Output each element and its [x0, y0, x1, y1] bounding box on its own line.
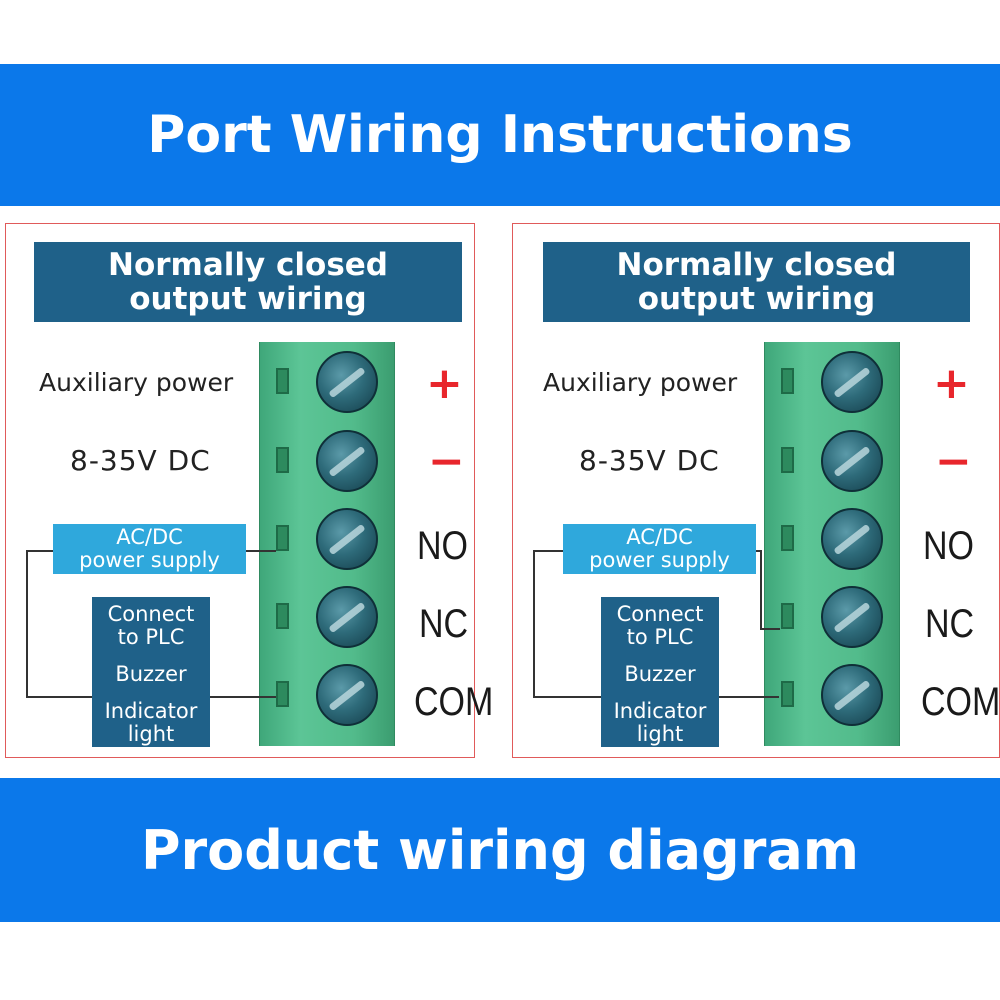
load-line-5: light — [127, 722, 175, 746]
port-no-label: NO — [417, 524, 468, 568]
port-com-label: COM — [921, 680, 1000, 724]
terminal-slot — [781, 368, 794, 394]
screw-icon — [821, 351, 883, 413]
wiring-panel-left: Normally closed output wiring Auxiliary … — [5, 223, 493, 758]
port-nc-label: NC — [419, 602, 469, 646]
title-banner: Port Wiring Instructions — [0, 64, 1000, 206]
terminal-slot — [276, 603, 289, 629]
terminal-block — [764, 342, 900, 746]
load-line-3: Buzzer — [624, 662, 696, 686]
terminal-slot — [781, 603, 794, 629]
terminal-slot — [276, 447, 289, 473]
supply-line-1: AC/DC — [626, 525, 693, 549]
wire — [533, 550, 563, 552]
port-no-label: NO — [923, 524, 974, 568]
port-com-label: COM — [414, 680, 494, 724]
header-line-1: Normally closed — [616, 247, 897, 283]
load-line-5: light — [636, 722, 684, 746]
wire — [26, 550, 28, 697]
voltage-label: 8-35V DC — [579, 444, 720, 477]
aux-power-label: Auxiliary power — [39, 368, 234, 397]
port-nc-label: NC — [925, 602, 975, 646]
aux-power-label: Auxiliary power — [543, 368, 738, 397]
terminal-slot — [276, 681, 289, 707]
screw-icon — [316, 430, 378, 492]
wire — [26, 696, 92, 698]
screw-icon — [316, 664, 378, 726]
power-supply-box: AC/DC power supply — [563, 524, 756, 574]
screw-icon — [316, 351, 378, 413]
port-plus-label: + — [933, 358, 970, 409]
wire — [756, 550, 762, 552]
load-line-1: Connect — [107, 602, 195, 626]
load-devices-box: Connect to PLC Buzzer Indicator light — [92, 597, 210, 747]
supply-line-1: AC/DC — [116, 525, 183, 549]
panel-header: Normally closed output wiring — [34, 242, 462, 322]
screw-icon — [821, 430, 883, 492]
wire — [210, 696, 276, 698]
terminal-slot — [781, 525, 794, 551]
wire — [246, 550, 276, 552]
footer-title: Product wiring diagram — [140, 818, 860, 882]
port-plus-label: + — [426, 358, 463, 409]
load-line-4: Indicator — [104, 699, 198, 723]
load-devices-box: Connect to PLC Buzzer Indicator light — [601, 597, 719, 747]
terminal-slot — [276, 368, 289, 394]
screw-icon — [821, 508, 883, 570]
wire — [533, 550, 535, 697]
header-line-2: output wiring — [637, 281, 876, 317]
load-line-3: Buzzer — [115, 662, 187, 686]
header-line-2: output wiring — [129, 281, 367, 317]
supply-line-2: power supply — [79, 548, 220, 572]
wire — [26, 550, 53, 552]
load-line-1: Connect — [616, 602, 704, 626]
terminal-slot — [276, 525, 289, 551]
screw-icon — [316, 586, 378, 648]
wiring-panel-right: Normally closed output wiring Auxiliary … — [512, 223, 1000, 758]
wire — [760, 628, 780, 630]
panel-header: Normally closed output wiring — [543, 242, 970, 322]
footer-banner: Product wiring diagram — [0, 778, 1000, 922]
screw-icon — [821, 664, 883, 726]
screw-icon — [316, 508, 378, 570]
port-minus-label: − — [428, 436, 465, 487]
supply-line-2: power supply — [589, 548, 730, 572]
load-line-2: to PLC — [626, 625, 694, 649]
terminal-slot — [781, 447, 794, 473]
load-line-4: Indicator — [613, 699, 707, 723]
wire — [760, 550, 762, 630]
page-title: Port Wiring Instructions — [147, 105, 853, 165]
power-supply-box: AC/DC power supply — [53, 524, 246, 574]
wire — [719, 696, 779, 698]
port-minus-label: − — [935, 436, 972, 487]
terminal-block — [259, 342, 395, 746]
load-line-2: to PLC — [117, 625, 185, 649]
screw-icon — [821, 586, 883, 648]
voltage-label: 8-35V DC — [70, 444, 211, 477]
header-line-1: Normally closed — [108, 247, 388, 283]
wire — [533, 696, 601, 698]
terminal-slot — [781, 681, 794, 707]
